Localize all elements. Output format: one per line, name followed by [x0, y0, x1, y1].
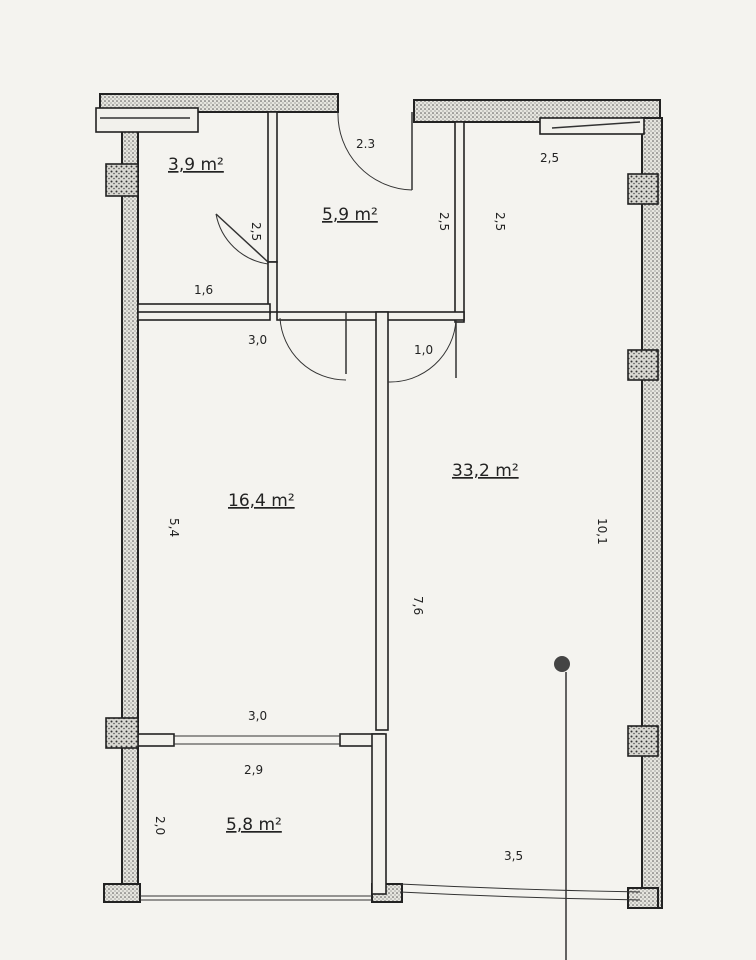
- pillar-right-top: [627, 173, 659, 205]
- wc-bath-partition-lower: [267, 261, 278, 313]
- dim-living-width-bottom: 3,5: [504, 849, 523, 863]
- dim-hall-width-top: 2,5: [540, 151, 559, 165]
- bath-door-arc: [337, 111, 413, 191]
- room-area-living: 33,2 m²: [452, 461, 519, 481]
- left-wall: [121, 111, 139, 895]
- dim-balcony-width: 2,9: [244, 763, 263, 777]
- dim-wc-door: 2,5: [249, 222, 263, 241]
- wc-door-leaf: [215, 213, 269, 263]
- bath-right-wall: [454, 121, 465, 323]
- wc-bath-partition: [267, 111, 278, 263]
- dim-bath-height: 2,5: [437, 212, 451, 231]
- room-area-wc: 3,9 m²: [168, 155, 224, 175]
- dim-wc-width: 1,6: [194, 283, 213, 297]
- dim-hall-height: 2,5: [493, 212, 507, 231]
- dim-living-length: 10,1: [595, 518, 609, 545]
- bottom-wall-corner: [627, 887, 659, 909]
- wc-door-arc: [215, 213, 269, 265]
- room-area-balcony: 5,8 m²: [226, 815, 282, 835]
- dim-balcony-depth: 2,0: [153, 816, 167, 835]
- dim-bedroom-width-top: 3,0: [248, 333, 267, 347]
- dim-bath-door: 2.3: [356, 137, 375, 151]
- pillar-right-middle: [627, 349, 659, 381]
- utility-marker: [554, 656, 570, 672]
- bath-bottom-wall: [276, 311, 465, 321]
- room-area-bathroom: 5,9 m²: [322, 205, 378, 225]
- balcony-right-wall: [371, 733, 387, 895]
- pillar-left-bottom: [105, 717, 139, 749]
- room-area-bedroom: 16,4 m²: [228, 491, 295, 511]
- bottom-wall-left: [103, 883, 141, 903]
- pillar-right-bottom: [627, 725, 659, 757]
- bedroom-bottom-left: [137, 733, 175, 747]
- bedroom-door-arc: [279, 317, 347, 381]
- dim-bedroom-height: 5,4: [167, 518, 181, 537]
- dim-hall-length: 7,6: [411, 596, 425, 615]
- right-wall: [641, 117, 663, 909]
- dim-bedroom-width-bottom: 3,0: [248, 709, 267, 723]
- hall-door-arc: [387, 319, 457, 383]
- bedroom-right-wall: [375, 311, 389, 731]
- top-wall-right: [413, 99, 661, 123]
- bedroom-top-wall: [137, 311, 271, 321]
- vent-box-left: [95, 107, 199, 133]
- pillar-left-top: [105, 163, 139, 197]
- dim-hall-door: 1,0: [414, 343, 433, 357]
